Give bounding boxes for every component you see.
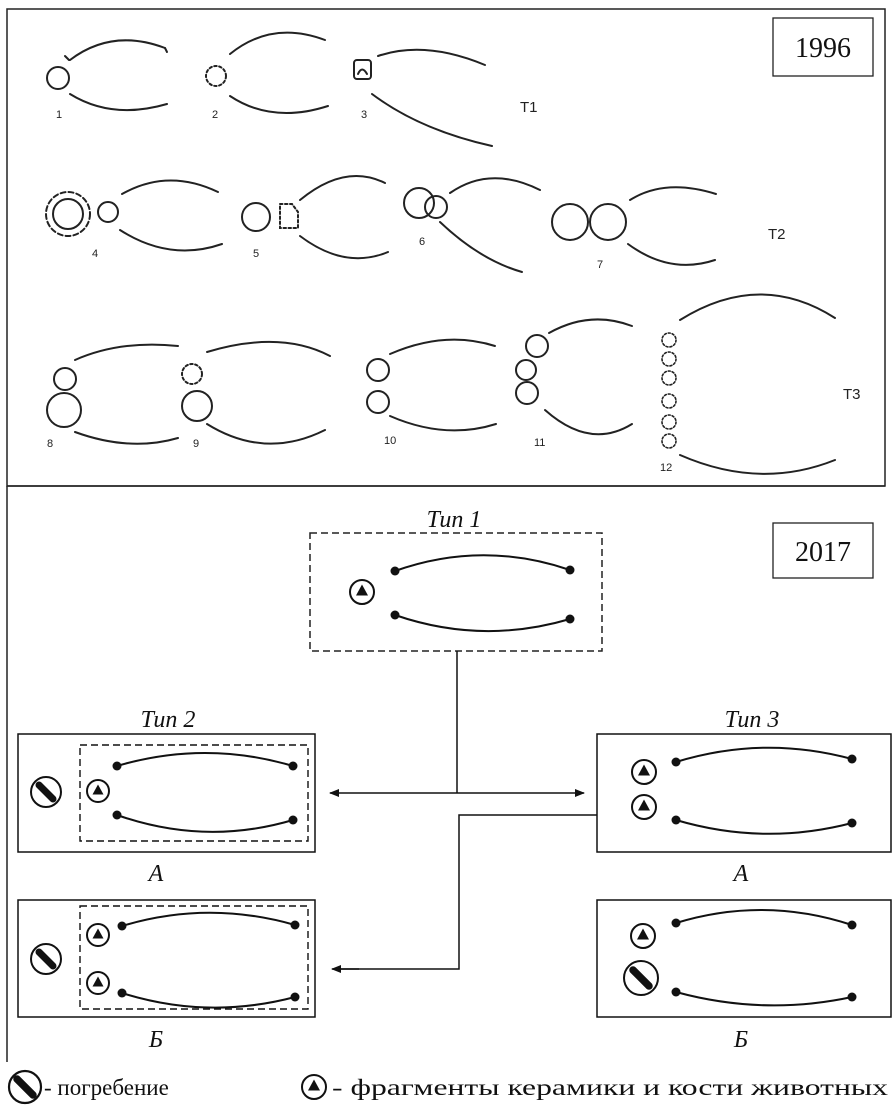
type-2b-frame	[17, 899, 316, 1018]
year-2017-box	[772, 522, 874, 579]
figure-6	[403, 177, 541, 273]
type-2b-diagram: Б	[17, 899, 316, 1053]
figure-number-10: 10	[384, 435, 396, 447]
figure-2	[205, 31, 329, 115]
year-1996-label: 1996	[795, 33, 851, 64]
burial-icon	[30, 943, 62, 975]
type-1-group: Тип 1	[309, 507, 603, 652]
row-label-t2: Т2	[768, 226, 786, 243]
type-2b-dashed-frame	[79, 905, 309, 1010]
ceramics-triangle-icon	[86, 923, 110, 947]
connector-to-type-2b	[334, 814, 597, 970]
legend-ceramics-text: - фрагменты керамики и кости животных	[332, 1075, 889, 1100]
type-3a-diagram: А	[596, 733, 892, 887]
figure-numbers: 1 2 3 4 5 6 7 8 9 10 11 12	[47, 109, 672, 474]
figure-number-5: 5	[253, 248, 259, 260]
row-label-t1: Т1	[520, 99, 538, 116]
year-2017-label: 2017	[795, 537, 851, 568]
ceramics-triangle-icon	[86, 779, 110, 803]
legend-burial-icon	[7, 1069, 43, 1105]
figure-7	[551, 186, 717, 266]
type-2a-frame	[17, 733, 316, 853]
ceramics-triangle-icon	[349, 579, 375, 605]
figure-number-1: 1	[56, 109, 62, 121]
type-3a-frame	[596, 733, 892, 853]
figure-number-12: 12	[660, 462, 672, 474]
type-1-dashed-frame	[309, 532, 603, 652]
figure-11	[515, 318, 633, 436]
row-label-t3: Т3	[843, 386, 861, 403]
figure-number-2: 2	[212, 109, 218, 121]
type-2-group: Тип 2 А	[17, 707, 316, 1053]
figure-9	[181, 340, 331, 445]
figure-12	[661, 293, 836, 475]
legend: - погребение - фрагменты керамики и кост…	[7, 1069, 889, 1105]
type-1-enclosure-arcs	[394, 554, 571, 632]
ceramics-triangle-icon	[86, 971, 110, 995]
ceramics-triangle-icon	[631, 759, 657, 785]
panel-1996: 1996	[6, 8, 886, 487]
type-3b-label: Б	[733, 1027, 748, 1053]
burial-icon	[30, 776, 62, 808]
figure-number-3: 3	[361, 109, 367, 121]
panel-1996-frame	[6, 8, 886, 487]
figure-number-6: 6	[419, 236, 425, 248]
figure-number-9: 9	[193, 438, 199, 450]
type-3b-diagram: Б	[596, 899, 892, 1053]
type-2a-diagram: А	[17, 733, 316, 887]
figure-8	[46, 343, 179, 445]
figure-number-11: 11	[534, 437, 545, 449]
type-1-title: Тип 1	[427, 507, 482, 533]
type-3-group: Тип 3 А	[596, 707, 892, 1053]
ceramics-triangle-icon	[631, 794, 657, 820]
figure-number-7: 7	[597, 259, 603, 271]
figure-5	[241, 175, 389, 260]
legend-ceramics-triangle-icon	[301, 1074, 327, 1100]
figure-1	[46, 39, 168, 112]
type-2b-label: Б	[148, 1027, 163, 1053]
type-2-title: Тип 2	[141, 707, 196, 733]
panel-2017: 2017 Тип 1 Тип 2	[6, 485, 892, 1105]
figure-number-4: 4	[92, 248, 98, 260]
type-3-title: Тип 3	[725, 707, 780, 733]
type-2a-dashed-frame	[79, 744, 309, 842]
legend-burial-text: - погребение	[44, 1075, 169, 1100]
figure-number-8: 8	[47, 438, 53, 450]
type-3a-label: А	[732, 861, 749, 887]
figure-3	[353, 48, 493, 147]
figure-10	[366, 338, 497, 432]
figure-4	[45, 179, 223, 252]
year-1996-box	[772, 17, 874, 77]
type-1-post-dots	[390, 565, 575, 624]
type-3b-frame	[596, 899, 892, 1018]
burial-icon	[623, 960, 659, 996]
connectors	[329, 651, 597, 973]
ceramics-triangle-icon	[630, 923, 656, 949]
type-2a-label: А	[147, 861, 164, 887]
